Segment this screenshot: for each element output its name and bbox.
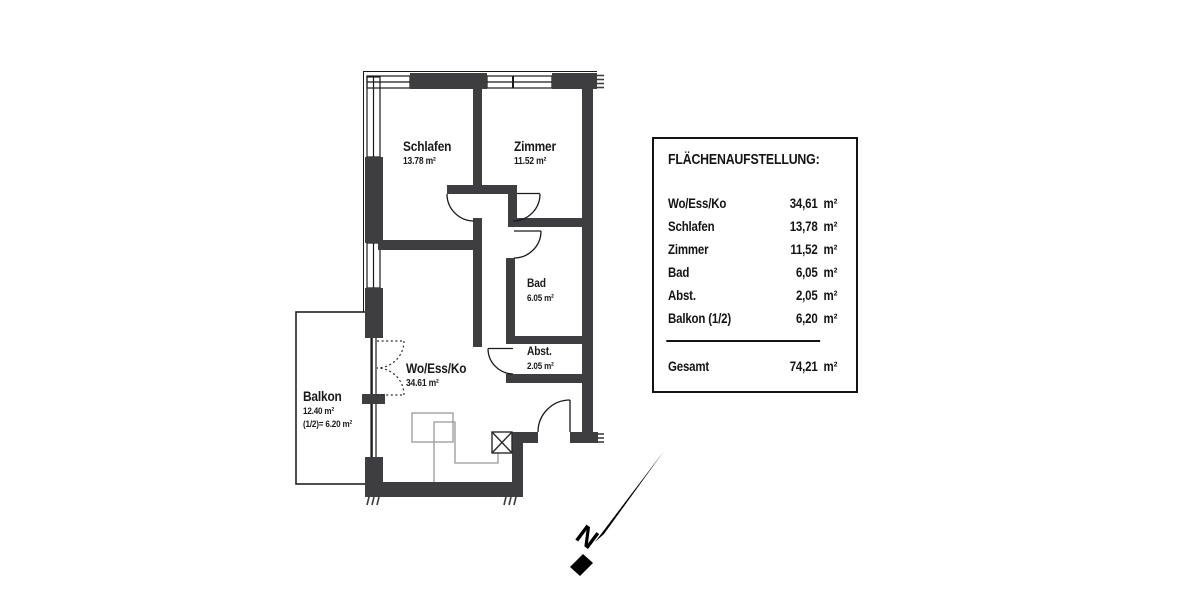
door-swings (446, 192, 571, 433)
room-area-half: (1/2)= 6.20 m² (303, 419, 353, 430)
row-label: Zimmer (668, 242, 709, 257)
room-label-bad: Bad 6.05 m² (527, 276, 554, 304)
table-divider (666, 340, 821, 342)
row-value: 2,05 (795, 288, 818, 303)
room-name: Schlafen (403, 138, 452, 154)
room-area: 6.05 m² (527, 293, 554, 304)
total-label: Gesamt (668, 359, 710, 374)
row-unit: m² (823, 288, 838, 303)
table-total-row: Gesamt 74,21 m² (668, 355, 842, 378)
room-name: Bad (527, 276, 546, 290)
row-value: 34,61 (789, 196, 818, 211)
area-table-title: FLÄCHENAUFSTELLUNG: (668, 152, 820, 168)
room-area: 13.78 m² (403, 156, 436, 167)
room-name: Wo/Ess/Ko (406, 360, 467, 376)
row-value: 13,78 (789, 219, 818, 234)
row-unit: m² (823, 242, 838, 257)
total-value: 74,21 (789, 359, 818, 374)
area-table: FLÄCHENAUFSTELLUNG: Wo/Ess/Ko 34,61 m² S… (652, 137, 858, 393)
shaft-x-marker (491, 431, 513, 454)
walls (362, 73, 598, 497)
table-row: Bad 6,05 m² (668, 261, 842, 284)
room-label-zimmer: Zimmer 11.52 m² (514, 138, 556, 168)
row-label: Balkon (1/2) (668, 311, 732, 326)
room-label-balkon: Balkon 12.40 m² (1/2)= 6.20 m² (303, 388, 353, 431)
row-unit: m² (823, 196, 838, 211)
table-row: Zimmer 11,52 m² (668, 238, 842, 261)
room-label-wohnen: Wo/Ess/Ko 34.61 m² (406, 360, 467, 390)
room-label-abst: Abst. 2.05 m² (527, 344, 554, 372)
row-value: 6,20 (795, 311, 818, 326)
row-value: 6,05 (795, 265, 818, 280)
room-area: 34.61 m² (406, 378, 439, 389)
balcony-door-swing (376, 340, 405, 396)
total-unit: m² (823, 359, 838, 374)
windows (366, 75, 553, 457)
table-row: Balkon (1/2) 6,20 m² (668, 307, 842, 330)
room-area: 12.40 m² (303, 406, 334, 417)
table-row: Abst. 2,05 m² (668, 284, 842, 307)
room-name: Balkon (303, 388, 342, 404)
room-name: Abst. (527, 344, 552, 358)
row-unit: m² (823, 219, 838, 234)
room-name: Zimmer (514, 138, 556, 154)
wall-hatch-marks (366, 74, 604, 506)
row-label: Bad (668, 265, 690, 280)
table-row: Wo/Ess/Ko 34,61 m² (668, 192, 842, 215)
kitchen-counter (411, 412, 499, 482)
room-label-schlafen: Schlafen 13.78 m² (403, 138, 452, 168)
row-label: Abst. (668, 288, 696, 303)
row-value: 11,52 (790, 242, 818, 257)
north-arrow-icon (570, 451, 664, 576)
row-label: Schlafen (668, 219, 715, 234)
row-label: Wo/Ess/Ko (668, 196, 727, 211)
row-unit: m² (823, 265, 838, 280)
window-sill-lines (363, 71, 597, 312)
room-area: 11.52 m² (514, 156, 547, 167)
row-unit: m² (823, 311, 838, 326)
room-area: 2.05 m² (527, 361, 554, 372)
table-row: Schlafen 13,78 m² (668, 215, 842, 238)
